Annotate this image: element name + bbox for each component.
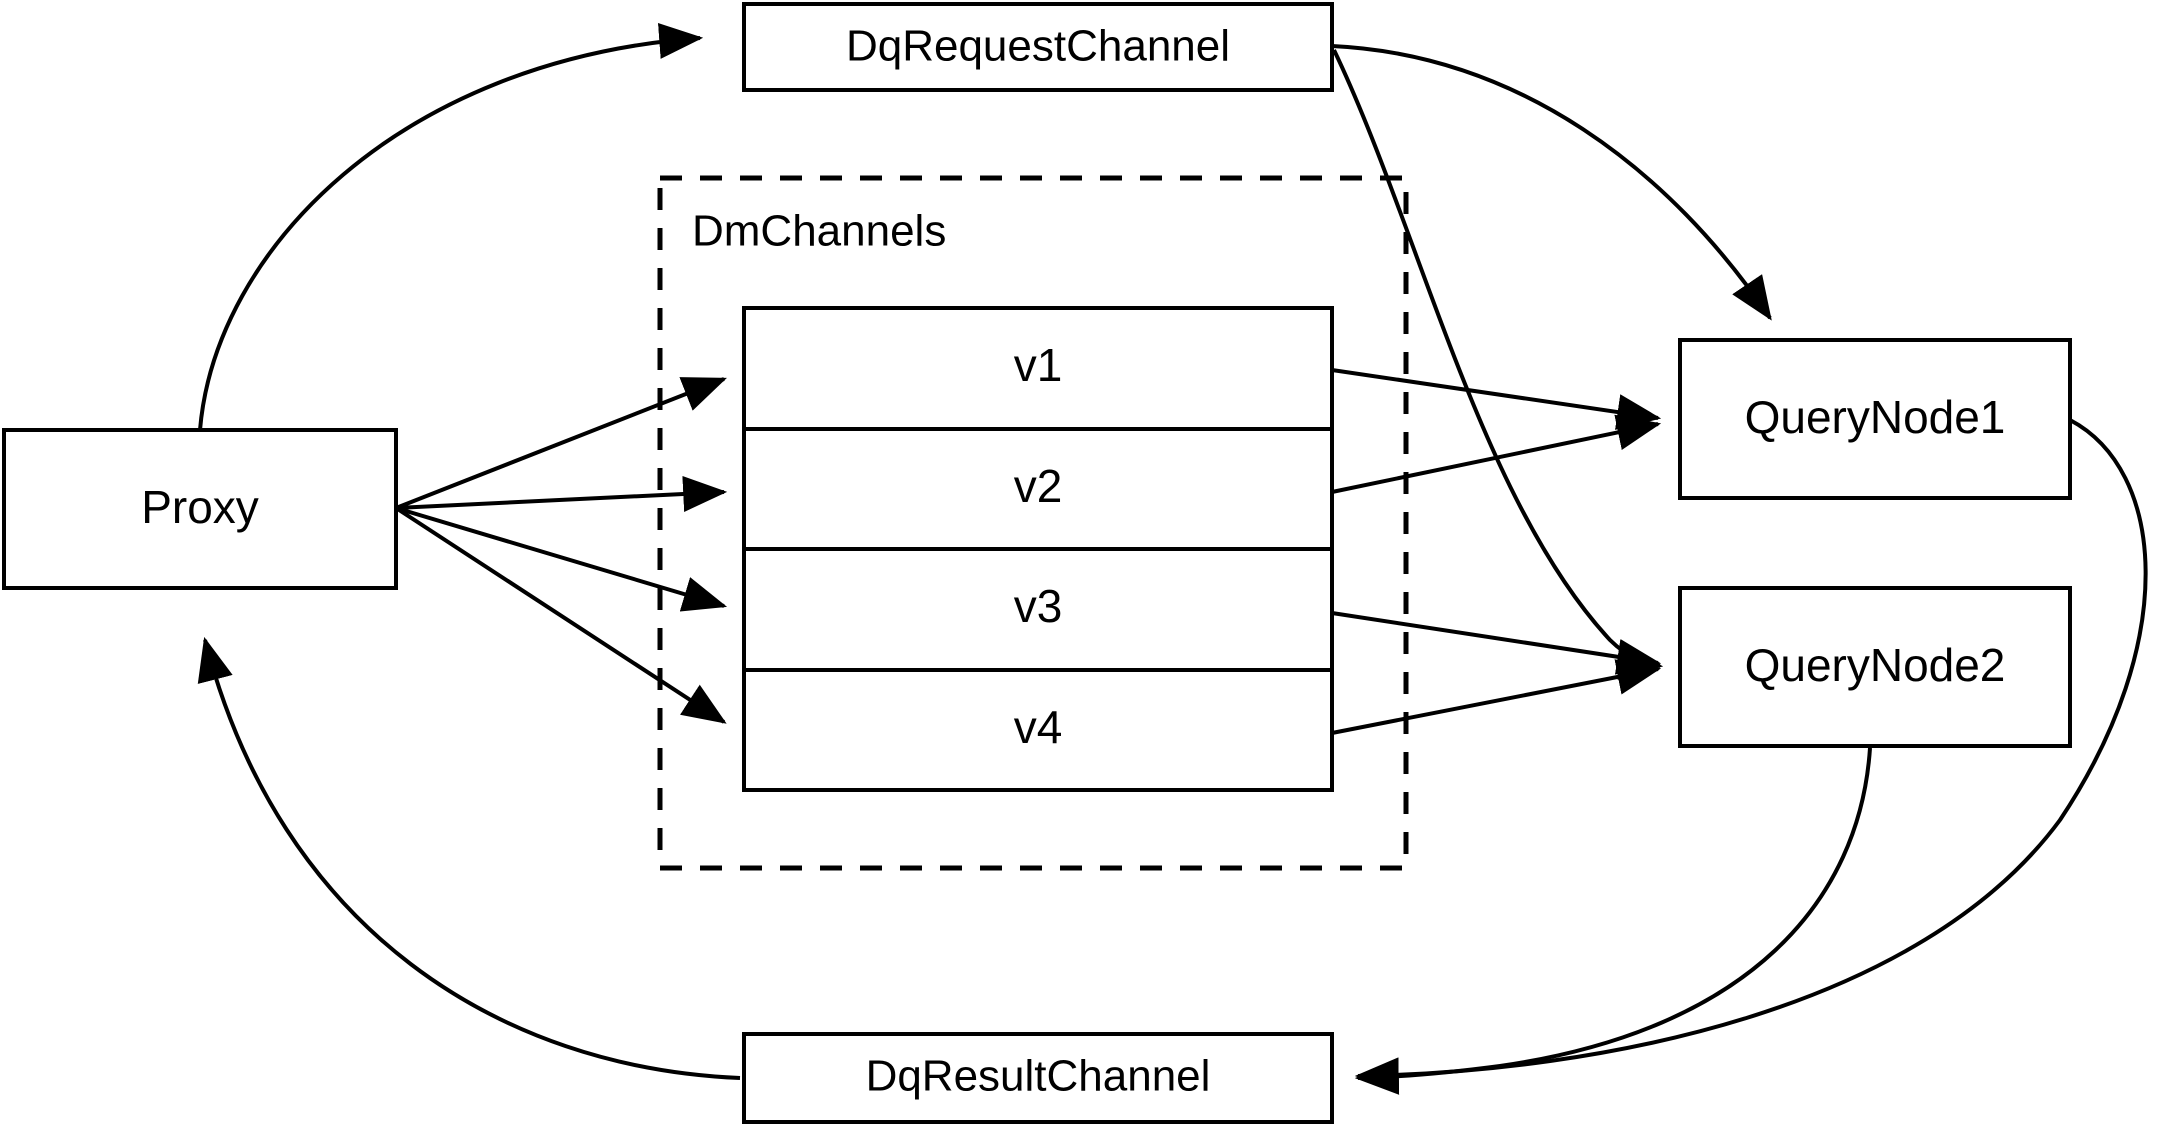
querynode1-label: QueryNode1: [1745, 391, 2006, 443]
vchannels-stack: v1 v2 v3 v4: [742, 306, 1334, 792]
node-querynode2[interactable]: QueryNode2: [1678, 586, 2072, 748]
dqresultchannel-label: DqResultChannel: [866, 1052, 1211, 1101]
edge-v1-to-querynode1: [1331, 368, 1662, 430]
vchannel-row-v4-label: v4: [1014, 701, 1063, 753]
node-querynode1[interactable]: QueryNode1: [1678, 338, 2072, 500]
edge-proxy-to-v1: [395, 377, 727, 510]
edge-proxy-to-v3: [395, 506, 728, 612]
proxy-rect[interactable]: [2, 428, 398, 590]
vchannel-row-v2-label: v2: [1014, 460, 1063, 512]
querynode2-rect[interactable]: [1678, 586, 2072, 748]
edge-proxy-to-v2: [395, 476, 728, 512]
dmchannels-dashed-rect: [657, 175, 1409, 871]
edge-proxy-to-v4: [394, 506, 727, 724]
proxy-label: Proxy: [141, 481, 259, 533]
edge-v4-to-querynode2: [1331, 659, 1662, 735]
dqrequestchannel-label: DqRequestChannel: [846, 22, 1230, 71]
edge-v3-to-querynode2: [1331, 611, 1662, 675]
node-dqresultchannel[interactable]: DqResultChannel: [742, 1032, 1334, 1124]
edge-dqrequestchannel-to-querynode2: [1332, 49, 1664, 680]
querynode2-label: QueryNode2: [1745, 639, 2006, 691]
edge-dqrequestchannel-to-querynode1: [1331, 44, 1772, 321]
querynode1-rect[interactable]: [1678, 338, 2072, 500]
vchannel-row-v3-label: v3: [1014, 580, 1063, 632]
dmchannels-label: DmChannels: [692, 207, 946, 256]
dqresultchannel-rect[interactable]: [742, 1032, 1334, 1124]
node-proxy[interactable]: Proxy: [2, 428, 398, 590]
vchannel-row-v1-label: v1: [1014, 339, 1063, 391]
dqrequestchannel-rect[interactable]: [742, 2, 1334, 92]
node-dqrequestchannel[interactable]: DqRequestChannel: [742, 2, 1334, 92]
edge-querynode1-to-dqresultchannel: [1354, 418, 2148, 1094]
edge-dqresultchannel-to-proxy: [197, 636, 741, 1080]
group-dmchannels: DmChannels: [657, 175, 1409, 871]
edge-v2-to-querynode1: [1331, 414, 1662, 494]
edge-proxy-to-dqrequestchannel: [198, 23, 704, 431]
edge-querynode2-to-dqresultchannel: [1354, 747, 1872, 1095]
